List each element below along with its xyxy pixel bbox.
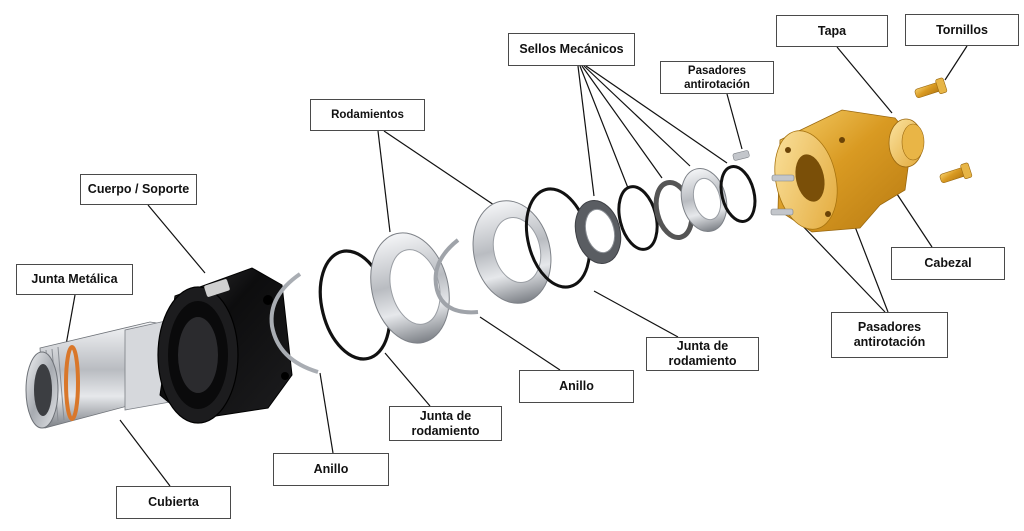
leader-anillo-2: [479, 316, 561, 371]
label-tapa-text: Tapa: [817, 23, 847, 38]
label-cabezal-text: Cabezal: [924, 256, 972, 270]
rodamiento-1-part: [370, 232, 450, 344]
label-cabezal: Cabezal: [891, 247, 1005, 280]
cuerpo-soporte-part: [157, 267, 293, 424]
leader-junta-metalica: [65, 294, 76, 346]
label-junta-rodamiento-1-line2: rodamiento: [411, 423, 480, 438]
label-junta-rodamiento-2-line1: Junta de: [676, 339, 729, 353]
label-anillo-2-text: Anillo: [559, 379, 594, 393]
label-pasadores-top: Pasadores antirotación: [660, 61, 774, 94]
label-junta-metalica-text: Junta Metálica: [31, 272, 118, 286]
leader-tapa: [836, 46, 893, 114]
label-junta-rodamiento-1: Junta de rodamiento: [389, 406, 502, 441]
anillo-1-part: [269, 272, 319, 374]
leader-sellos-5: [585, 65, 728, 164]
label-junta-rodamiento-2-line2: rodamiento: [668, 354, 737, 368]
label-anillo-1: Anillo: [273, 453, 389, 486]
label-rodamientos-text: Rodamientos: [331, 109, 404, 121]
label-sellos-mecanicos: Sellos Mecánicos: [508, 33, 635, 66]
label-pasadores-bottom: Pasadores antirotación: [831, 312, 948, 358]
label-pasadores-top-line2: antirotación: [684, 78, 750, 91]
label-junta-rodamiento-1-line1: Junta de: [419, 408, 472, 423]
label-tornillos-text: Tornillos: [936, 22, 988, 37]
leader-cubierta: [119, 419, 171, 487]
pasadores-bottom-parts: [770, 174, 795, 216]
leader-rodamientos-a: [377, 130, 391, 233]
leader-junta-rodamiento-2: [593, 290, 679, 338]
leader-sellos-4: [583, 65, 691, 167]
leader-rodamientos-b: [383, 130, 495, 206]
label-sellos-mecanicos-text: Sellos Mecánicos: [519, 42, 624, 56]
label-cubierta-text: Cubierta: [148, 495, 199, 509]
leader-anillo-1: [319, 372, 334, 454]
leader-lines: [65, 45, 968, 487]
label-rodamientos: Rodamientos: [310, 99, 425, 131]
label-junta-metalica: Junta Metálica: [16, 264, 133, 295]
leader-cabezal: [892, 187, 933, 248]
label-cuerpo-soporte-text: Cuerpo / Soporte: [87, 182, 190, 196]
label-anillo-1-text: Anillo: [313, 462, 349, 476]
label-anillo-2: Anillo: [519, 370, 634, 403]
leader-junta-rodamiento-1: [384, 352, 431, 407]
label-cubierta: Cubierta: [116, 486, 231, 519]
leader-pasadores-bottom-a: [796, 219, 886, 313]
rodamiento-2-part: [472, 200, 552, 304]
tornillos-parts: [914, 77, 973, 183]
label-tornillos: Tornillos: [905, 14, 1019, 46]
leader-pasadores-top: [726, 93, 743, 150]
cabezal-part: [774, 109, 913, 233]
label-pasadores-bottom-line1: Pasadores: [857, 320, 922, 334]
leader-tornillos: [944, 45, 968, 81]
leader-sellos-3: [581, 65, 663, 179]
anillo-2-part: [433, 238, 479, 315]
label-tapa: Tapa: [776, 15, 888, 47]
pasador-top-part: [732, 150, 750, 161]
label-pasadores-top-line1: Pasadores: [687, 64, 747, 77]
sellos-mecanicos-parts: [574, 165, 757, 265]
leader-sellos-1: [577, 65, 595, 197]
label-pasadores-bottom-line2: antirotación: [853, 335, 926, 349]
tapa-part: [888, 118, 925, 168]
leader-cuerpo-soporte: [147, 204, 206, 274]
label-junta-rodamiento-2: Junta de rodamiento: [646, 337, 759, 371]
label-cuerpo-soporte: Cuerpo / Soporte: [80, 174, 197, 205]
leader-sellos-2: [579, 65, 629, 189]
junta-metalica-part: [64, 345, 80, 421]
